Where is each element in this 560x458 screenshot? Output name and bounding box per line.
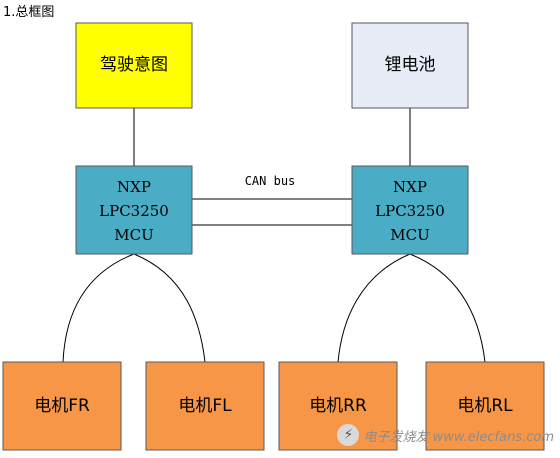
motor-fl-box: [145, 361, 265, 451]
connector-mcu-right-to-rl: [409, 253, 486, 363]
page-heading: 1.总框图: [3, 5, 55, 20]
mcu-right-line-2: LPC3250: [375, 202, 445, 220]
motor-rr-label: 电机RR: [309, 396, 367, 416]
mcu-left-box: [75, 165, 193, 255]
mcu-left-line-2: LPC3250: [99, 202, 169, 220]
driving-intent-label: 驾驶意图: [100, 55, 168, 75]
watermark-text: 电子发烧友 www.elecfans.com: [363, 429, 554, 445]
motor-fr-box: [2, 361, 122, 451]
battery-label: 锂电池: [385, 55, 436, 75]
mcu-right-line-1: NXP: [393, 178, 427, 196]
driving-intent-box: [75, 22, 193, 109]
mcu-left-line-1: NXP: [117, 178, 151, 196]
watermark-logo-icon: ⚡: [337, 424, 360, 446]
motor-fl-label: 电机FL: [178, 396, 232, 416]
watermark: ⚡ 电子发烧友 www.elecfans.com: [337, 424, 554, 446]
mcu-left-line-3: MCU: [114, 226, 153, 244]
battery-box: [351, 22, 469, 109]
can-bus-label: CAN bus: [245, 174, 296, 188]
connector-mcu-left-to-fr: [62, 253, 135, 363]
motor-rl-box: [425, 361, 545, 451]
connector-mcu-left-to-fl: [133, 253, 206, 363]
motor-fr-label: 电机FR: [34, 396, 90, 416]
mcu-right-line-3: MCU: [390, 226, 429, 244]
motor-rl-label: 电机RL: [457, 396, 513, 416]
mcu-right-box: [351, 165, 469, 255]
connector-mcu-right-to-rr: [337, 253, 411, 363]
